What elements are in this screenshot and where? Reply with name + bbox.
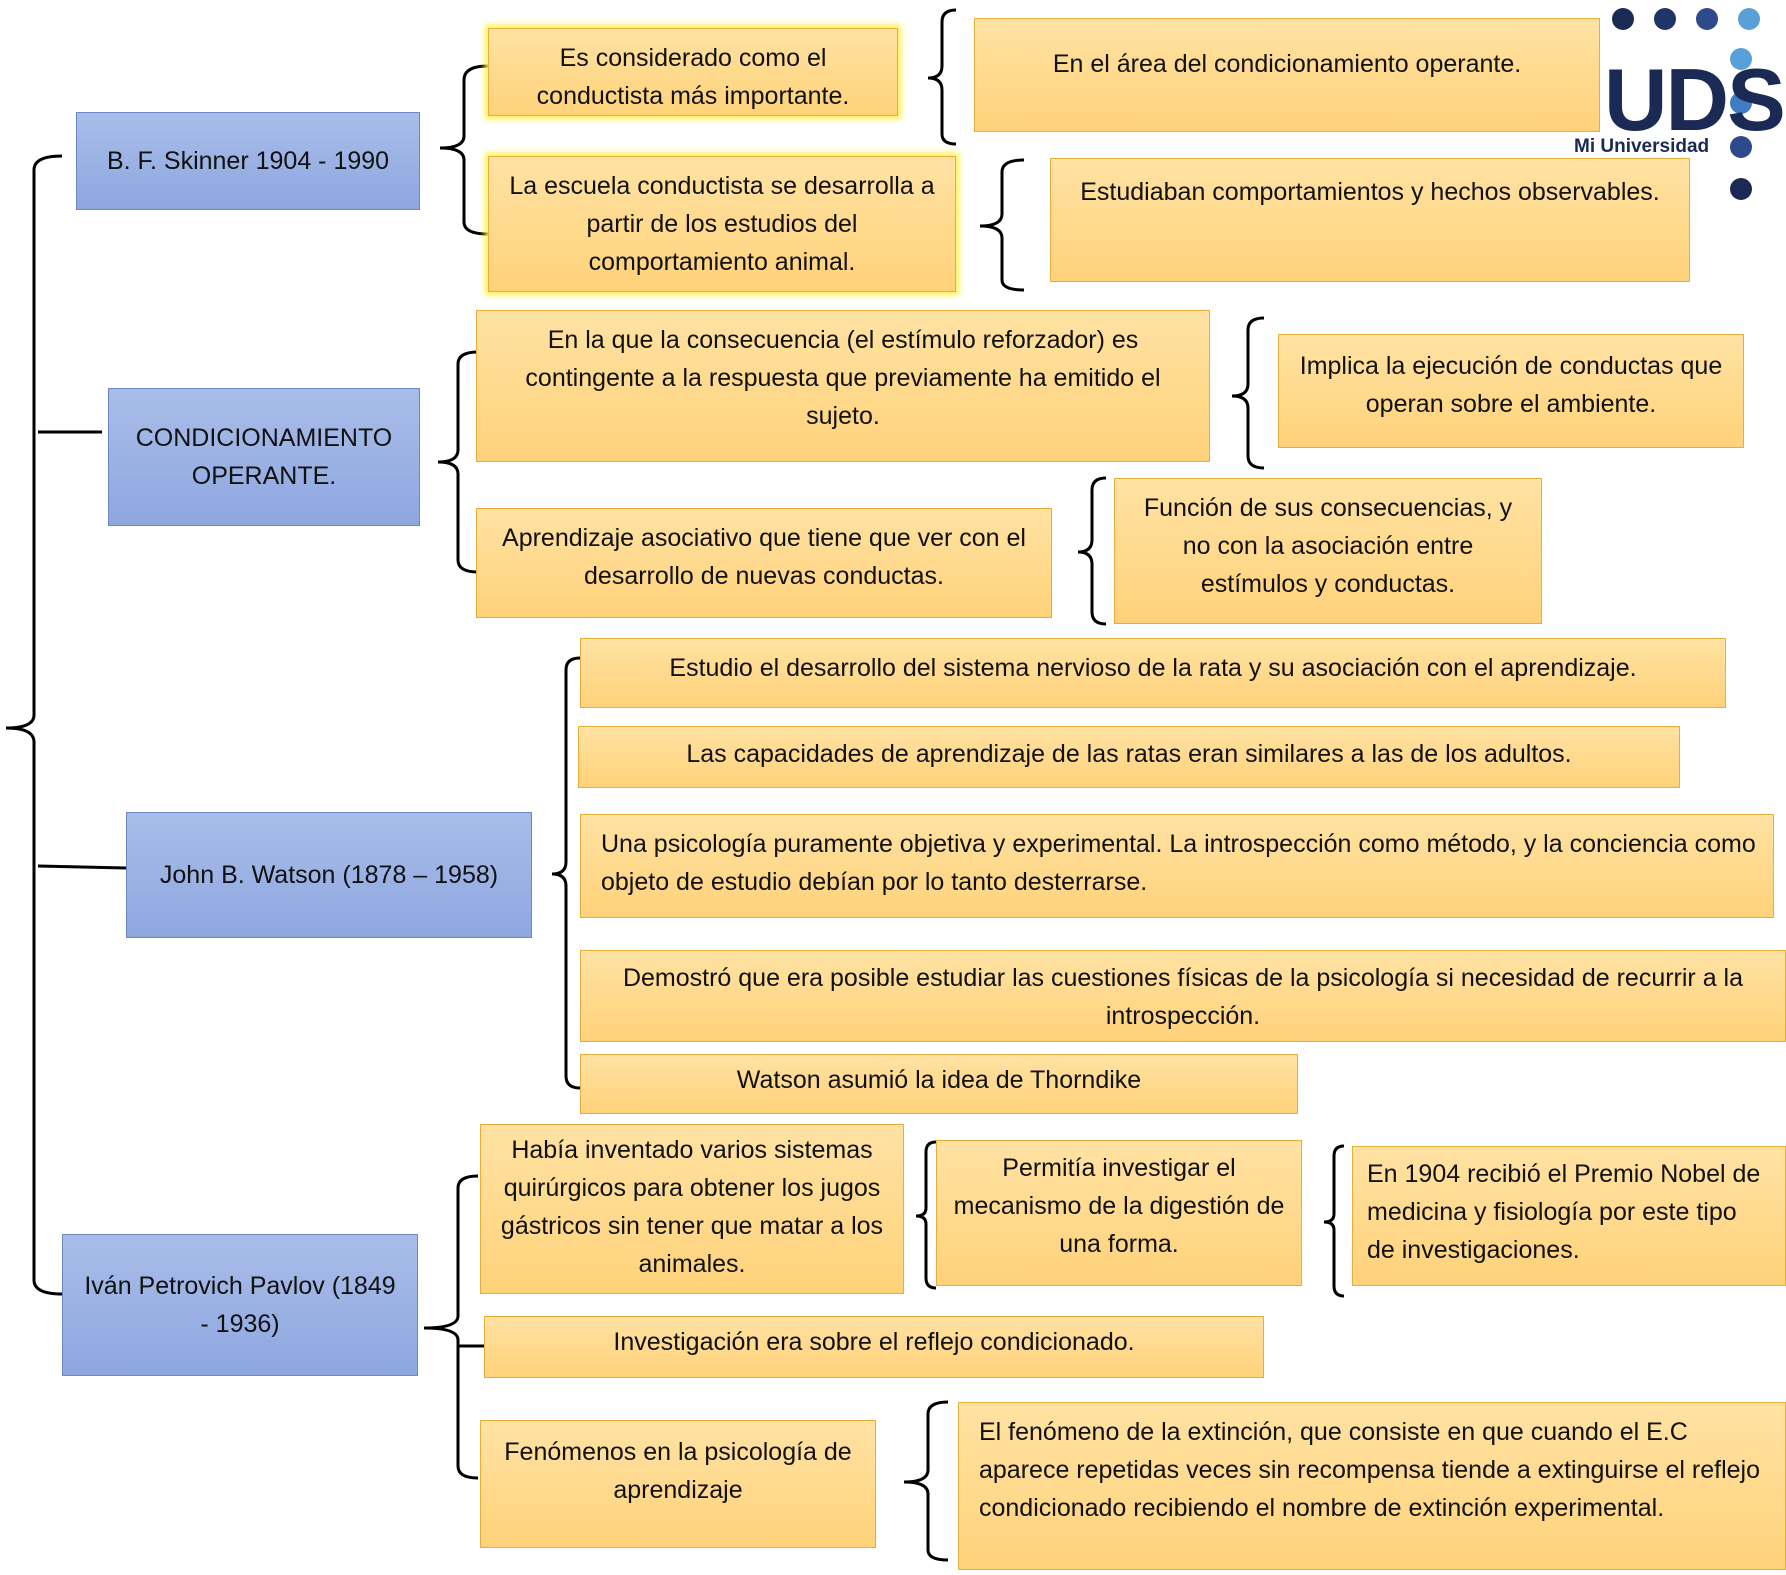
skinner-item-1-detail: En el área del condicionamiento operante… (974, 18, 1600, 132)
pavlov-item3-bracket (903, 1400, 949, 1562)
condicionamiento-bracket (437, 350, 479, 574)
watson-item-3: Una psicología puramente objetiva y expe… (580, 814, 1774, 918)
connector-watson (37, 864, 127, 870)
pavlov-item-1-detail: Permitía investigar el mecanismo de la d… (936, 1140, 1302, 1286)
pavlov-item1-detail-bracket (1323, 1144, 1345, 1298)
pavlov-item-2: Investigación era sobre el reflejo condi… (484, 1316, 1264, 1378)
pavlov-item-3: Fenómenos en la psicología de aprendizaj… (480, 1420, 876, 1548)
condicionamiento-item-2-detail: Función de sus consecuencias, y no con l… (1114, 478, 1542, 624)
logo-subtitle: Mi Universidad (1574, 136, 1710, 157)
logo-dot (1612, 8, 1634, 30)
watson-item-5: Watson asumió la idea de Thorndike (580, 1054, 1298, 1114)
watson-item-4: Demostró que era posible estudiar las cu… (580, 950, 1786, 1042)
pavlov-item-3-detail: El fenómeno de la extinción, que consist… (958, 1402, 1786, 1570)
node-skinner: B. F. Skinner 1904 - 1990 (76, 112, 420, 210)
watson-item-1: Estudio el desarrollo del sistema nervio… (580, 638, 1726, 708)
pavlov-item-1: Había inventado varios sistemas quirúrgi… (480, 1124, 904, 1294)
node-watson: John B. Watson (1878 – 1958) (126, 812, 532, 938)
skinner-item1-bracket (927, 8, 957, 146)
condicionamiento-item-1: En la que la consecuencia (el estímulo r… (476, 310, 1210, 462)
node-pavlov: Iván Petrovich Pavlov (1849 - 1936) (62, 1234, 418, 1376)
condicionamiento-item2-bracket (1077, 476, 1107, 626)
main-bracket (5, 154, 63, 1296)
skinner-item-1: Es considerado como el conductista más i… (488, 28, 898, 116)
node-condicionamiento: CONDICIONAMIENTO OPERANTE. (108, 388, 420, 526)
logo-dot (1730, 136, 1752, 158)
pavlov-item1-bracket (915, 1140, 937, 1290)
logo-dot (1738, 8, 1760, 30)
logo-dot (1654, 8, 1676, 30)
logo-dot (1730, 48, 1752, 70)
condicionamiento-item1-bracket (1231, 316, 1265, 470)
watson-item-2: Las capacidades de aprendizaje de las ra… (578, 726, 1680, 788)
pavlov-item-1-detail-2: En 1904 recibió el Premio Nobel de medic… (1352, 1146, 1786, 1286)
skinner-item-2-detail: Estudiaban comportamientos y hechos obse… (1050, 158, 1690, 282)
logo-dot (1696, 8, 1718, 30)
condicionamiento-item-1-detail: Implica la ejecución de conductas que op… (1278, 334, 1744, 448)
skinner-bracket (439, 64, 489, 236)
logo-text: UDS (1604, 50, 1786, 149)
logo-dot (1730, 178, 1752, 200)
condicionamiento-item-2: Aprendizaje asociativo que tiene que ver… (476, 508, 1052, 618)
pavlov-bracket (423, 1174, 479, 1480)
skinner-item2-bracket (979, 158, 1025, 292)
logo-dot (1730, 92, 1752, 114)
watson-bracket (551, 656, 581, 1090)
skinner-item-2: La escuela conductista se desarrolla a p… (488, 156, 956, 292)
